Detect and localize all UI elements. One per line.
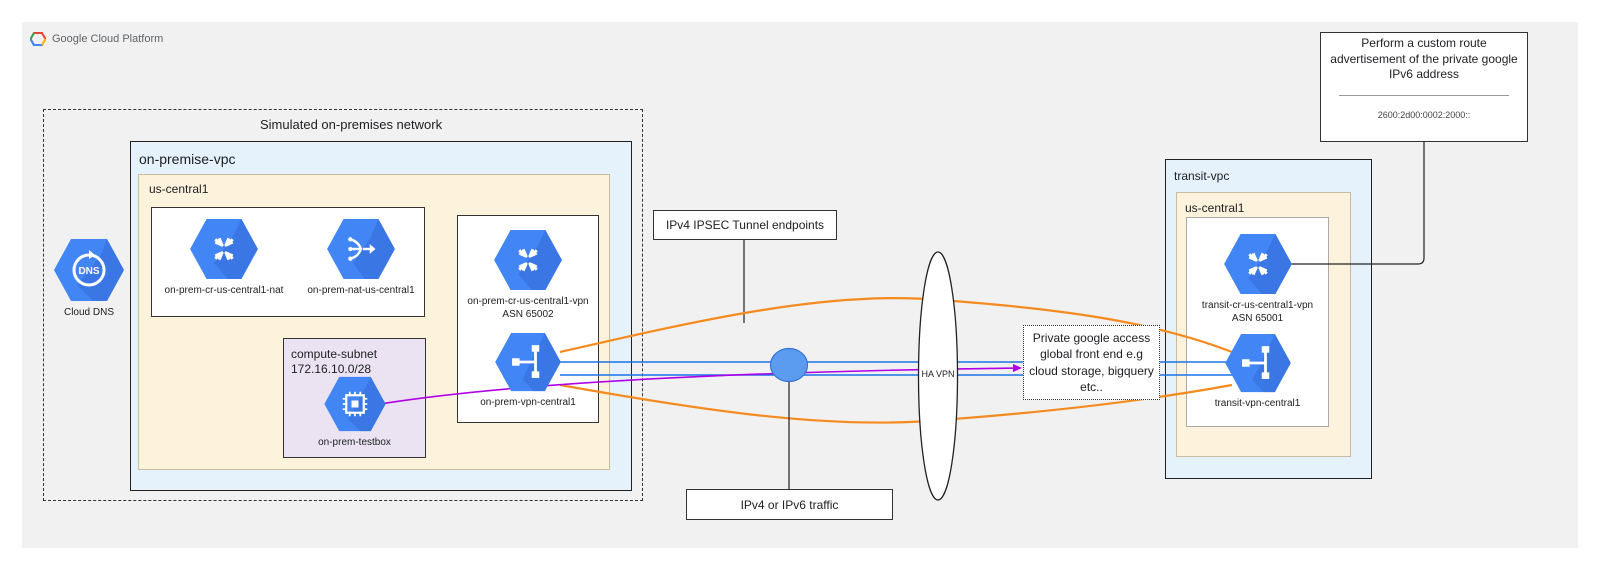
traffic-note: IPv4 or IPv6 traffic: [686, 489, 893, 520]
pga-line-4: etc..: [1080, 379, 1103, 394]
onprem-vpn-router-asn: ASN 65002: [502, 309, 554, 320]
onprem-vpn-router-node: on-prem-cr-us-central1-vpn ASN 65002: [457, 229, 599, 321]
transit-router-node: transit-cr-us-central1-vpn ASN 65001: [1186, 233, 1329, 325]
cloud-router-icon: [1223, 233, 1292, 295]
ha-vpn-ellipse: [917, 251, 959, 501]
transit-region-label: us-central1: [1185, 201, 1245, 215]
transit-vpn-gateway-label: transit-vpn-central1: [1214, 398, 1301, 409]
internet-node-icon: [769, 347, 809, 383]
onprem-nat-router-node: on-prem-cr-us-central1-nat: [152, 218, 296, 297]
route-ad-divider: [1339, 94, 1509, 96]
pga-line-1: Private google access: [1032, 331, 1151, 346]
onprem-vpc-label: on-premise-vpc: [139, 151, 236, 167]
simulated-onprem-title: Simulated on-premises network: [260, 117, 443, 132]
transit-router-asn: ASN 65001: [1231, 313, 1284, 324]
traffic-arrowhead: [1013, 364, 1022, 372]
onprem-testbox-label: on-prem-testbox: [318, 437, 391, 448]
cloud-nat-icon: [327, 218, 395, 280]
cloud-dns-icon: DNS: [54, 239, 124, 301]
onprem-nat-router-label: on-prem-cr-us-central1-nat: [164, 285, 284, 296]
cloud-dns-label: Cloud DNS: [63, 307, 115, 318]
ha-vpn-label: HA VPN: [921, 369, 955, 379]
cloud-router-icon: [190, 218, 258, 280]
onprem-nat-gateway-node: on-prem-nat-us-central1: [300, 218, 422, 297]
simulated-onprem-network: [43, 109, 643, 501]
onprem-vpn-router-label: on-prem-cr-us-central1-vpn: [467, 296, 589, 307]
onprem-vpn-gateway-node: on-prem-vpn-central1: [457, 332, 599, 409]
transit-router-label: transit-cr-us-central1-vpn: [1201, 300, 1314, 311]
tunnel-endpoints-label: IPv4 IPSEC Tunnel endpoints: [665, 218, 825, 232]
traffic-label: IPv4 or IPv6 traffic: [740, 497, 839, 512]
route-ad-title-1: Perform a custom route: [1361, 36, 1487, 50]
cloud-vpn-icon: [495, 332, 561, 392]
private-google-access-box: Private google access global front end e…: [1023, 325, 1160, 400]
transit-vpc-label: transit-vpc: [1174, 169, 1230, 183]
subnet-name: compute-subnet: [291, 347, 378, 361]
cloud-router-icon: [494, 229, 562, 291]
onprem-nat-gateway-label: on-prem-nat-us-central1: [307, 285, 415, 296]
route-ad-title-3: IPv6 address: [1388, 67, 1460, 82]
onprem-vpn-gateway-label: on-prem-vpn-central1: [480, 397, 576, 408]
gcp-hexagon-icon: [30, 32, 46, 46]
onprem-region-label: us-central1: [149, 182, 209, 196]
cloud-dns-badge: DNS: [78, 266, 99, 277]
pga-line-3: cloud storage, bigquery: [1029, 363, 1154, 378]
tunnel-endpoints-note: IPv4 IPSEC Tunnel endpoints: [653, 210, 837, 240]
compute-engine-icon: [323, 376, 386, 432]
traffic-path: [379, 367, 1019, 405]
subnet-cidr: 172.16.10.0/28: [291, 362, 372, 376]
route-advertisement-box: Perform a custom route advertisement of …: [1320, 32, 1528, 142]
route-ad-title-2: advertisement of the private google: [1330, 51, 1518, 66]
gcp-logo-text: Google Cloud Platform: [52, 33, 164, 45]
route-ad-address: 2600:2d00:0002:2000::: [1377, 109, 1471, 120]
transit-vpn-gateway-node: transit-vpn-central1: [1186, 333, 1329, 410]
cloud-dns-node: DNS Cloud DNS: [49, 238, 129, 319]
cloud-vpn-icon: [1224, 333, 1291, 393]
onprem-testbox-node: on-prem-testbox: [283, 376, 426, 449]
gcp-logo: Google Cloud Platform: [30, 30, 163, 48]
pga-line-2: global front end e.g: [1040, 347, 1143, 362]
route-ad-callout-line: [1260, 142, 1425, 265]
